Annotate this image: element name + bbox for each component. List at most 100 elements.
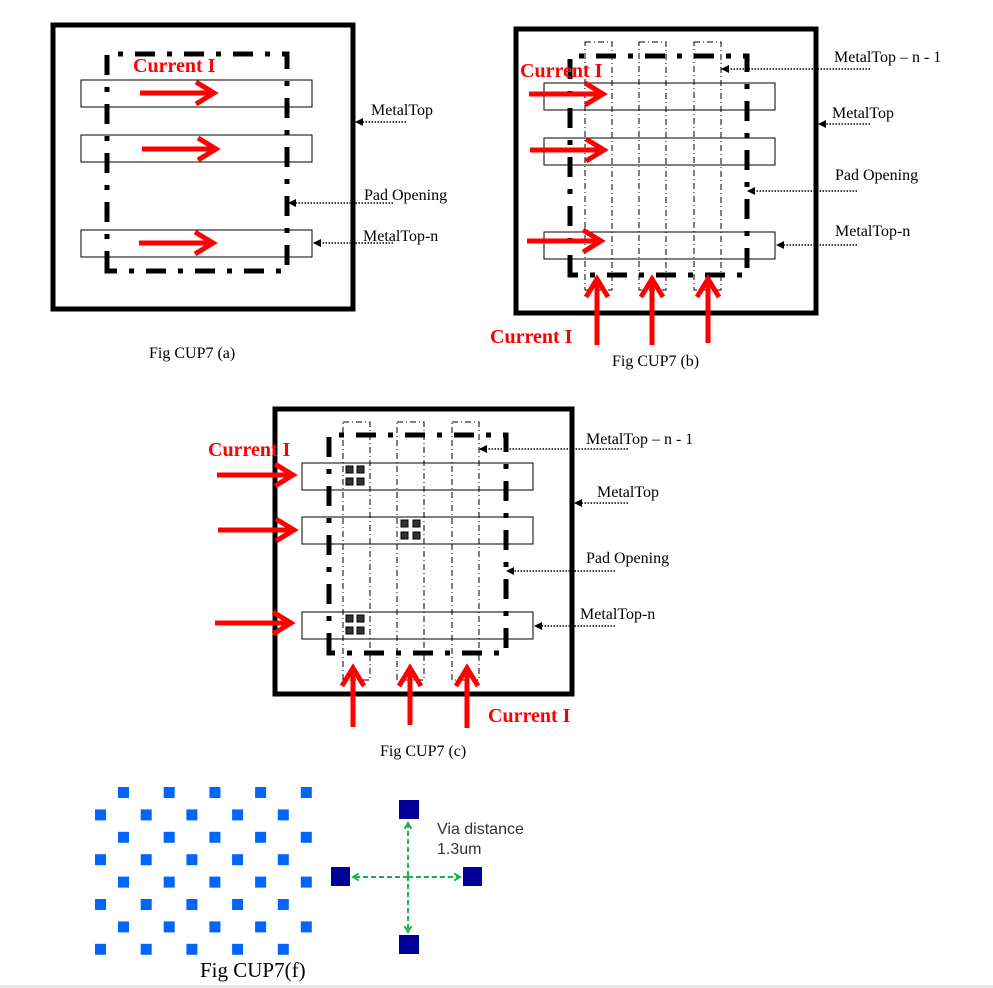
pad-opening-outline — [104, 51, 290, 274]
label-metaltop: MetalTop — [832, 105, 894, 122]
via-square — [232, 854, 244, 866]
pad-outline — [513, 26, 819, 316]
via-square — [277, 854, 289, 866]
via-square — [255, 831, 267, 843]
via-square — [277, 943, 289, 955]
metal-bar-middle — [301, 516, 534, 545]
via-square — [209, 831, 221, 843]
bottom-rule — [0, 985, 993, 988]
via-square-bottom — [399, 935, 419, 954]
current-arrow-2 — [142, 135, 221, 163]
figure-c: Current I Current I MetalTop – n - 1 Met… — [208, 406, 693, 760]
current-arrow-v1 — [339, 663, 367, 727]
via-square — [118, 921, 129, 933]
current-arrow-h3 — [215, 609, 296, 637]
current-arrows-vertical — [583, 274, 722, 345]
via-square — [140, 899, 152, 910]
current-label-top: Current I — [520, 60, 603, 82]
current-arrow-h3 — [527, 227, 606, 255]
via-square — [140, 943, 152, 955]
via-square — [209, 787, 221, 798]
current-arrow-h1 — [529, 80, 608, 108]
via-cluster-3 — [345, 614, 365, 635]
via-square — [140, 854, 152, 866]
via-square — [163, 787, 175, 798]
label-metaltop-n-1: MetalTop – n - 1 — [834, 49, 941, 66]
via-square — [277, 899, 289, 910]
via-square — [232, 809, 244, 821]
via-square — [277, 809, 289, 821]
via-square — [209, 876, 221, 888]
via-square — [95, 854, 106, 866]
via-square — [232, 943, 244, 955]
via-square — [232, 899, 244, 910]
current-arrow-3 — [139, 229, 218, 257]
label-pad-opening: Pad Opening — [586, 550, 669, 567]
current-arrow-v3 — [453, 663, 481, 728]
vertical-straps — [342, 421, 480, 681]
via-square — [255, 921, 267, 933]
current-label-bottom: Current I — [488, 705, 571, 727]
via-square — [186, 854, 198, 866]
current-arrow-1 — [140, 79, 219, 107]
via-square — [186, 899, 198, 910]
label-metaltop: MetalTop — [597, 484, 659, 501]
pad-opening-outline — [326, 432, 509, 656]
current-arrows — [139, 79, 221, 257]
label-metaltop: MetalTop — [371, 102, 433, 119]
current-label-top: Current I — [208, 439, 291, 461]
current-arrow-h1 — [217, 461, 298, 489]
vertical-straps — [584, 41, 722, 291]
strap-2 — [638, 41, 667, 291]
via-square — [163, 831, 175, 843]
metal-bar-middle — [80, 134, 313, 163]
via-cluster-1 — [345, 465, 365, 486]
metal-bar-n — [543, 231, 776, 260]
pad-opening-outline — [567, 53, 750, 278]
via-distance-value: 1.3um — [437, 841, 481, 858]
metal-bar-n — [301, 611, 534, 640]
strap-1 — [342, 421, 371, 681]
via-square — [300, 921, 312, 933]
caption-a: Fig CUP7 (a) — [149, 345, 235, 362]
via-square — [95, 943, 106, 955]
strap-3 — [693, 41, 722, 291]
label-pad-opening: Pad Opening — [364, 187, 447, 204]
figure-a: Current I MetalTop Pad Opening MetalTop-… — [50, 22, 447, 362]
via-cluster-2 — [400, 519, 421, 540]
pad-outline — [50, 22, 356, 312]
current-arrow-v1 — [583, 274, 611, 345]
via-square — [186, 809, 198, 821]
via-grid — [95, 787, 312, 955]
via-square — [255, 787, 267, 798]
current-arrow-v2 — [396, 663, 424, 725]
current-arrows-vertical — [339, 663, 481, 728]
metal-bar-top — [301, 462, 534, 491]
figure-f: Via distance 1.3um Fig CUP7(f) — [95, 787, 524, 982]
label-metaltop-n-1: MetalTop – n - 1 — [586, 431, 693, 448]
current-arrow-v2 — [638, 274, 666, 345]
metal-bar-top — [80, 79, 313, 108]
via-square — [186, 943, 198, 955]
label-metaltop-n: MetalTop-n — [363, 228, 438, 245]
current-arrows-horizontal — [215, 461, 299, 637]
via-square — [140, 809, 152, 821]
caption-c: Fig CUP7 (c) — [380, 743, 466, 760]
via-square — [300, 876, 312, 888]
via-square — [118, 831, 129, 843]
via-square — [95, 809, 106, 821]
label-metaltop-n: MetalTop-n — [580, 606, 655, 623]
current-arrows-horizontal — [527, 80, 609, 255]
pad-outline — [272, 406, 575, 697]
via-square — [118, 787, 129, 798]
strap-3 — [451, 421, 480, 681]
via-square — [255, 876, 267, 888]
caption-f: Fig CUP7(f) — [200, 958, 306, 982]
via-square — [163, 921, 175, 933]
current-arrow-h2 — [530, 136, 609, 164]
strap-2 — [396, 421, 425, 681]
current-arrow-v3 — [694, 274, 722, 343]
via-square — [300, 787, 312, 798]
via-square — [300, 831, 312, 843]
